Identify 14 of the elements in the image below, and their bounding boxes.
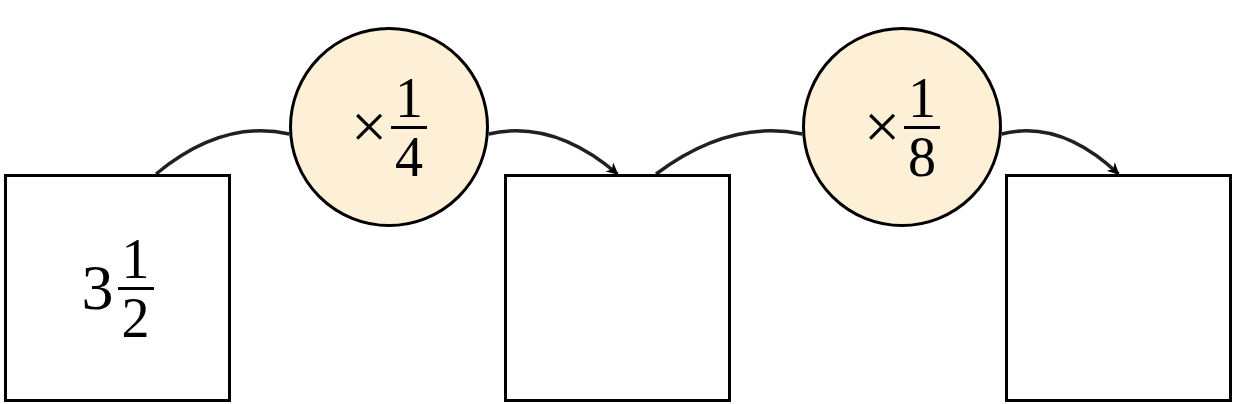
number-box	[1005, 174, 1232, 402]
number-text: ×	[350, 95, 388, 159]
numerator: 1	[120, 230, 151, 287]
denominator: 2	[117, 286, 154, 346]
number-text: 3	[81, 256, 114, 320]
number-box	[504, 174, 731, 402]
arrow	[488, 129, 619, 176]
denominator: 4	[391, 125, 428, 185]
numerator: 1	[394, 69, 425, 126]
number-box	[4, 174, 231, 402]
numerator: 1	[907, 69, 938, 126]
denominator: 8	[904, 125, 941, 185]
arrow	[1001, 129, 1120, 176]
number-text: ×	[863, 95, 901, 159]
